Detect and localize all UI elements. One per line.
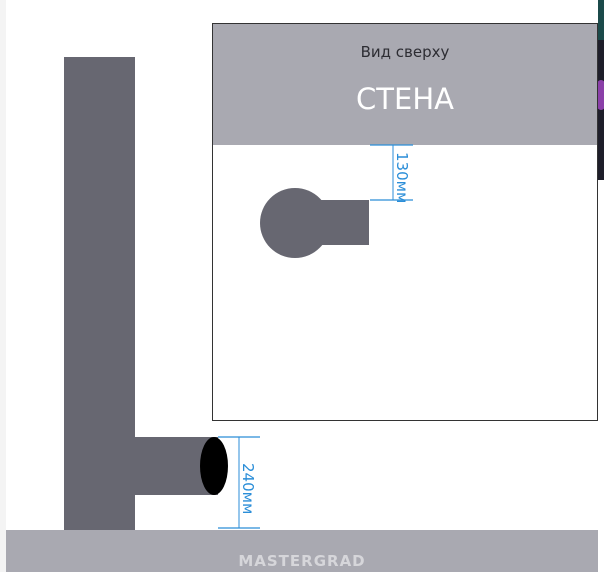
installation-diagram: 240мм — [64, 57, 260, 530]
pipe-top-circle — [260, 188, 330, 258]
image-footer: MASTERGRAD — [6, 530, 598, 572]
top-view-header: Вид сверху СТЕНА — [213, 24, 597, 145]
top-view-panel: Вид сверху СТЕНА 130мм — [212, 23, 598, 421]
mastergrad-logo: MASTERGRAD — [238, 552, 366, 570]
background-glow — [594, 80, 604, 110]
dimension-130-label: 130мм — [393, 152, 411, 203]
top-view-caption: Вид сверху — [360, 43, 450, 61]
wall-title: СТЕНА — [356, 82, 454, 116]
top-view-drawing: 130мм — [260, 144, 413, 258]
dimension-240-label: 240мм — [239, 463, 257, 514]
vertical-pipe — [64, 57, 135, 530]
background-panel — [594, 40, 604, 180]
outlet-end — [200, 437, 228, 495]
pipe-bracket — [317, 200, 369, 245]
